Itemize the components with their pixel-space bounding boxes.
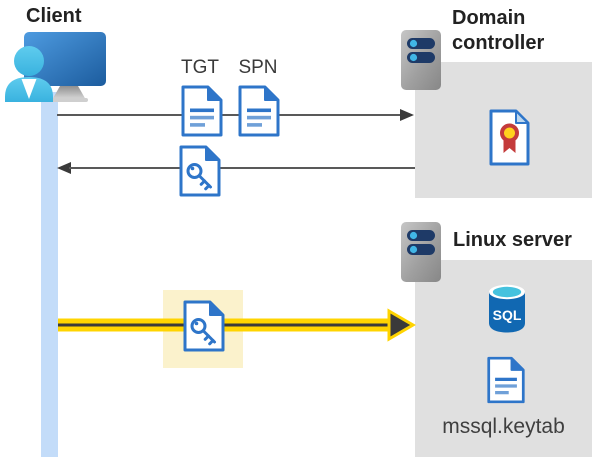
key-document-icon (179, 145, 221, 197)
domain-controller-label: Domain controller (452, 7, 545, 54)
client-lifeline (41, 92, 58, 457)
certificate-icon (489, 109, 530, 166)
keytab-file-label: mssql.keytab (442, 415, 565, 438)
client-computer-user-icon (5, 32, 106, 102)
linux-server-label: Linux server (453, 229, 572, 251)
spn-label: SPN (238, 57, 278, 78)
spn-document-icon (238, 85, 280, 137)
keytab-auth-arrow (58, 308, 416, 342)
tgt-label: TGT (181, 57, 219, 78)
sql-label: SQL (493, 307, 522, 323)
tgt-document-icon (181, 85, 223, 137)
client-label: Client (26, 5, 82, 27)
keytab-document-icon (487, 356, 525, 404)
response-arrow (57, 162, 415, 174)
linux-server-server-icon (401, 222, 441, 282)
keytab-key-document-icon (183, 300, 225, 352)
domain-controller-server-icon (401, 30, 441, 90)
sql-database-icon: SQL (489, 284, 525, 333)
request-arrow (57, 109, 414, 121)
